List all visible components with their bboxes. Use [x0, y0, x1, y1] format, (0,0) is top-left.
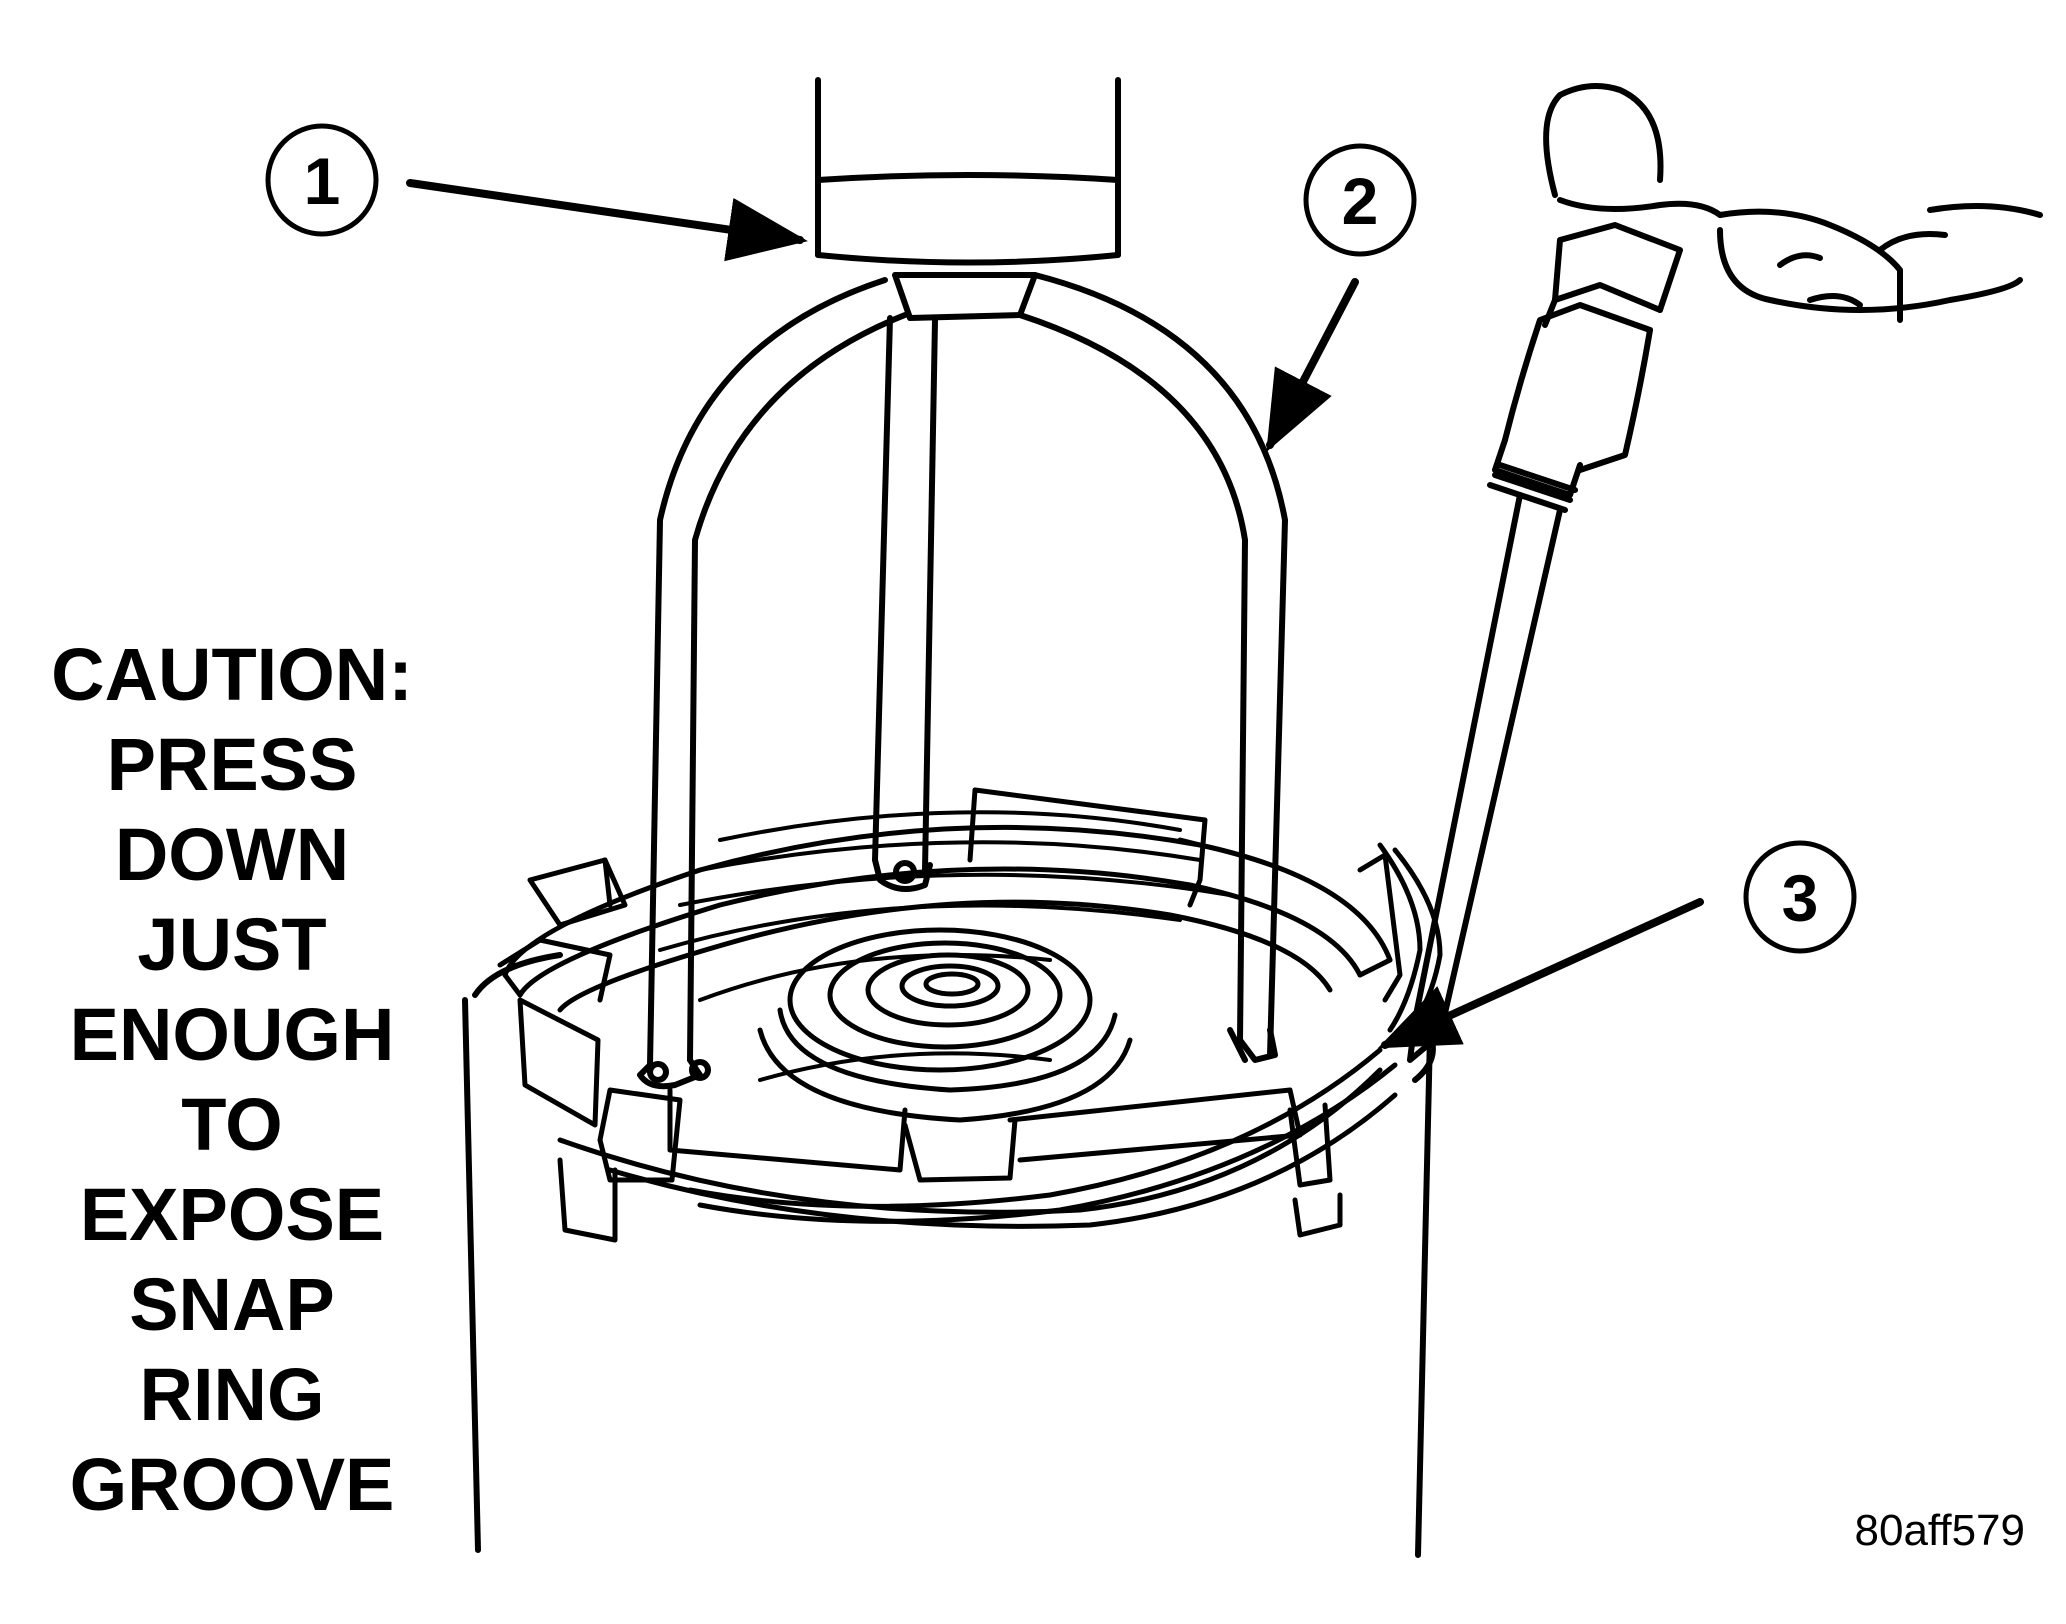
caution-line: SNAP [129, 1263, 335, 1346]
drum-inner-rings [658, 810, 1232, 1082]
caution-note: CAUTION: PRESS DOWN JUST ENOUGH TO EXPOS… [51, 633, 413, 1526]
caution-line: EXPOSE [80, 1173, 384, 1256]
caution-line: ENOUGH [70, 993, 395, 1076]
press-ram [815, 77, 1121, 266]
caution-line: JUST [137, 903, 326, 986]
callout-arrows [406, 179, 1704, 1049]
spring-compressor-tool [637, 272, 1288, 1090]
callout-circles [265, 123, 1857, 954]
callout-1-number: 1 [304, 144, 341, 218]
callout-2-number: 2 [1342, 164, 1379, 238]
hand [1543, 83, 2043, 323]
caution-line: DOWN [115, 813, 349, 896]
figure-id: 80aff579 [1855, 1506, 2025, 1555]
caution-line: CAUTION: [51, 633, 413, 716]
caution-line: TO [181, 1083, 282, 1166]
clutch-piston-hub [757, 927, 1133, 1123]
caution-line: GROOVE [70, 1443, 395, 1526]
screwdriver [1407, 222, 1683, 1063]
caution-line: RING [140, 1353, 325, 1436]
callout-3-number: 3 [1782, 861, 1819, 935]
drum-lugs [497, 787, 1403, 1243]
caution-line: PRESS [107, 723, 358, 806]
